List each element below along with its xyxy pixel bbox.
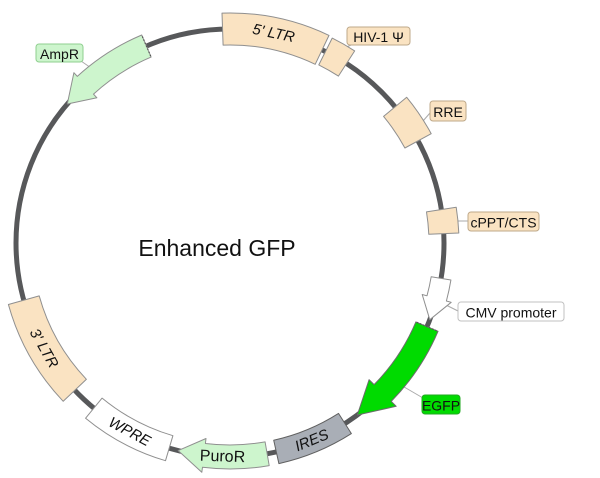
label-box-egfp[interactable]	[421, 394, 461, 415]
feature-label-puror[interactable]: PuroR	[200, 448, 246, 467]
label-box-cmv-promoter[interactable]	[457, 301, 565, 322]
feature-ires[interactable]	[273, 412, 352, 465]
feature-ampr[interactable]	[66, 34, 152, 105]
label-box-rre[interactable]	[429, 100, 467, 122]
label-text-ampr[interactable]: AmpR	[40, 46, 79, 62]
callout-line-cmv-promoter	[445, 304, 459, 312]
feature-cmv-promoter[interactable]	[421, 276, 452, 321]
feature-puror[interactable]	[177, 438, 270, 473]
label-text-cmv-promoter[interactable]: CMV promoter	[465, 305, 556, 321]
label-text-egfp[interactable]: EGFP	[422, 398, 460, 414]
feature-cppt-cts[interactable]	[426, 206, 460, 235]
tail-hatch-egfp	[416, 321, 438, 332]
plasmid-title: Enhanced GFP	[138, 235, 295, 261]
label-box-cppt-cts[interactable]	[467, 211, 540, 232]
callout-line-rre	[422, 112, 431, 122]
label-box-ampr[interactable]	[35, 43, 84, 63]
feature-wpre[interactable]	[85, 397, 174, 462]
feature-5-ltr[interactable]	[221, 12, 330, 65]
label-box-hiv-1-psi[interactable]	[346, 26, 411, 46]
label-text-rre[interactable]: RRE	[433, 104, 463, 120]
feature-rre[interactable]	[383, 96, 432, 149]
feature-3-ltr[interactable]	[7, 295, 87, 402]
tail-hatch-ampr	[141, 35, 152, 57]
label-text-hiv-1-psi[interactable]: HIV-1 Ψ	[353, 29, 404, 45]
feature-hiv-1-psi[interactable]	[318, 37, 356, 77]
label-text-cppt-cts[interactable]: cPPT/CTS	[470, 215, 536, 231]
feature-egfp[interactable]	[356, 321, 439, 416]
